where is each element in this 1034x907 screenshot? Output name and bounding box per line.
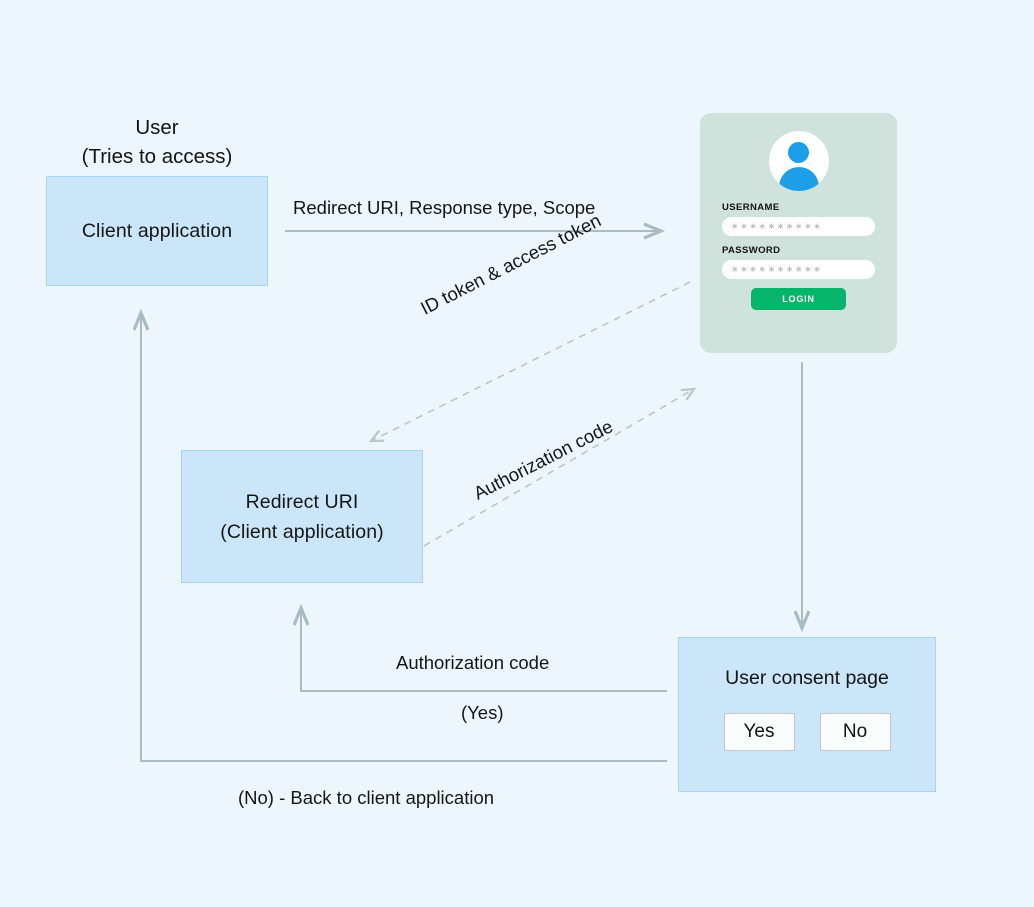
login-panel[interactable]: USERNAME ∗∗∗∗∗∗∗∗∗∗ PASSWORD ∗∗∗∗∗∗∗∗∗∗ … — [700, 113, 897, 353]
redirect-uri-label-line2: (Client application) — [220, 520, 384, 543]
label-id-token: ID token & access token — [417, 209, 605, 319]
user-avatar-icon — [768, 131, 829, 191]
user-caption-line1: User — [135, 116, 179, 139]
redirect-uri-label-line1: Redirect URI — [245, 490, 359, 513]
user-caption-line2: (Tries to access) — [81, 145, 233, 168]
avatar-body — [778, 167, 819, 191]
consent-buttons: Yes No — [723, 713, 891, 751]
arrow-authorization-code-diagonal — [423, 389, 694, 547]
consent-yes-button[interactable]: Yes — [723, 713, 795, 751]
label-authorization-code-diagonal: Authorization code — [470, 415, 617, 504]
user-caption: User (Tries to access) — [46, 113, 268, 171]
redirect-uri-box[interactable]: Redirect URI (Client application) — [181, 450, 423, 583]
consent-no-button[interactable]: No — [819, 713, 891, 751]
label-top-request: Redirect URI, Response type, Scope — [293, 197, 596, 218]
consent-page-title: User consent page — [725, 667, 889, 689]
password-input[interactable]: ∗∗∗∗∗∗∗∗∗∗ — [722, 260, 875, 279]
label-yes: (Yes) — [461, 702, 504, 723]
password-label: PASSWORD — [722, 245, 781, 256]
user-consent-page-box[interactable]: User consent page Yes No — [678, 637, 936, 792]
client-application-label: Client application — [81, 220, 233, 242]
label-no: (No) - Back to client application — [238, 787, 495, 808]
username-label: USERNAME — [722, 202, 780, 213]
arrow-id-token — [371, 281, 691, 441]
login-button[interactable]: LOGIN — [751, 288, 846, 310]
arrow-consent-yes-to-redirect — [301, 608, 667, 692]
label-authorization-code-bottom: Authorization code — [396, 652, 550, 673]
client-application-box[interactable]: Client application — [46, 176, 268, 286]
avatar-head — [788, 142, 809, 163]
username-input[interactable]: ∗∗∗∗∗∗∗∗∗∗ — [722, 217, 875, 236]
